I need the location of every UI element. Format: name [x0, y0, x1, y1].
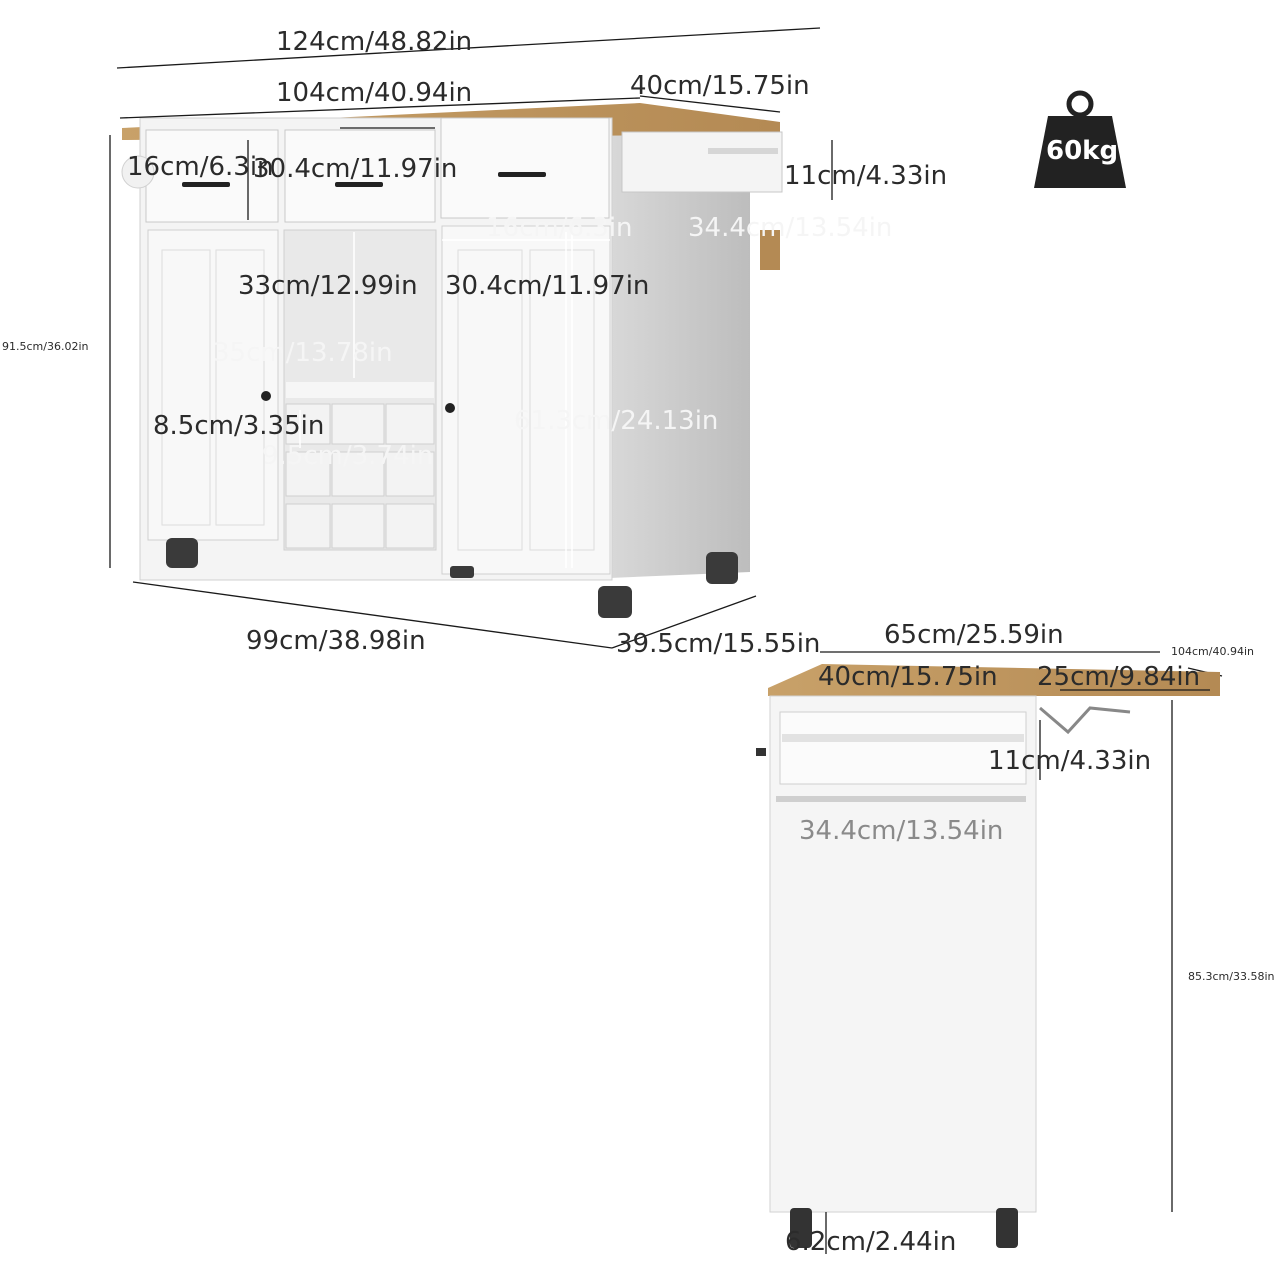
- drop-leaf-label: 25cm/9.84in: [1037, 662, 1201, 692]
- side-cabinet-depth-label: 40cm/15.75in: [818, 662, 998, 692]
- spice-rack-height-label: 11cm/4.33in: [784, 161, 948, 191]
- side-dimension-lines: [820, 651, 1210, 1254]
- side-rack-height-label: 11cm/4.33in: [988, 746, 1152, 776]
- cabinet-door-right: [441, 225, 611, 575]
- spice-rack: [621, 131, 783, 193]
- drawer-handle-icon: [335, 182, 383, 187]
- door-panel-inset: [215, 249, 265, 526]
- shelf-height-label: 8.5cm/3.35in: [153, 411, 325, 441]
- wheel-height-label: 6.2cm/2.44in: [785, 1227, 957, 1257]
- weight-icon: [1034, 90, 1126, 188]
- side-towel-bar: [776, 796, 1026, 802]
- drawer-height-label: 16cm/6.3in: [127, 152, 274, 182]
- total-height-label: 91.5cm/36.02in: [2, 340, 89, 353]
- inner-dimension-lines: [299, 232, 610, 568]
- side-rack-width-label: 34.4cm/13.54in: [799, 816, 1004, 846]
- side-rack-rail: [782, 734, 1024, 742]
- side-worktop: [768, 664, 1220, 696]
- door-knob-icon: [445, 403, 455, 413]
- caster-wheels: [166, 538, 738, 618]
- side-hook: [756, 748, 766, 756]
- door-panel-inset: [161, 249, 211, 526]
- side-total-depth-label: 65cm/25.59in: [884, 620, 1064, 650]
- side-wheel-icon: [790, 1208, 812, 1248]
- top-width-label: 104cm/40.94in: [276, 78, 473, 108]
- side-body-height-label: 85.3cm/33.58in: [1188, 970, 1275, 983]
- open-shelf-height-label: 33cm/12.99in: [238, 271, 418, 301]
- door-panel-inset: [457, 249, 523, 551]
- weight-label: 60kg: [1046, 136, 1119, 166]
- extension-depth-label: 40cm/15.75in: [630, 71, 810, 101]
- wine-rack: [285, 403, 435, 549]
- drawer-width-label: 30.4cm/11.97in: [253, 154, 458, 184]
- cabinet-label-a: 16cm/6.3in: [486, 213, 633, 243]
- kitchen-island-front: [121, 103, 783, 618]
- shelf-depth-label: 35cm/13.78in: [213, 338, 393, 368]
- drawer-handle-icon: [182, 182, 230, 187]
- side-wheel-icon: [996, 1208, 1018, 1248]
- shelf-board: [286, 382, 434, 398]
- drawer-middle: [284, 129, 436, 223]
- cabinet-door-left: [147, 229, 279, 541]
- side-spice-rack: [779, 711, 1027, 785]
- base-width-label: 99cm/38.98in: [246, 626, 426, 656]
- drawer-handle-icon: [498, 172, 546, 177]
- wine-cell-label: 9.5cm/3.74in: [262, 441, 434, 471]
- door-knob-icon: [261, 391, 271, 401]
- cabinet-width-label: 30.4cm/11.97in: [445, 271, 650, 301]
- leaf-support-bracket: [1039, 706, 1131, 735]
- towel-bar: [760, 230, 780, 270]
- cabinet-side-panel: [610, 118, 750, 578]
- drawer-left: [145, 129, 279, 223]
- hook-icon: [121, 155, 155, 189]
- kitchen-island-side: [756, 664, 1220, 1248]
- cabinet-height-label: 61.3cm/24.13in: [514, 406, 719, 436]
- total-width-label: 124cm/48.82in: [276, 27, 473, 57]
- dimension-lines: [109, 27, 1223, 677]
- cabinet-label-b: 34.4cm/13.54in: [688, 213, 893, 243]
- base-depth-label: 39.5cm/15.55in: [616, 629, 821, 659]
- side-extended-width-label: 104cm/40.94in: [1171, 645, 1254, 658]
- door-panel-inset: [529, 249, 595, 551]
- drawer-right: [440, 117, 610, 219]
- rack-rail: [708, 148, 778, 154]
